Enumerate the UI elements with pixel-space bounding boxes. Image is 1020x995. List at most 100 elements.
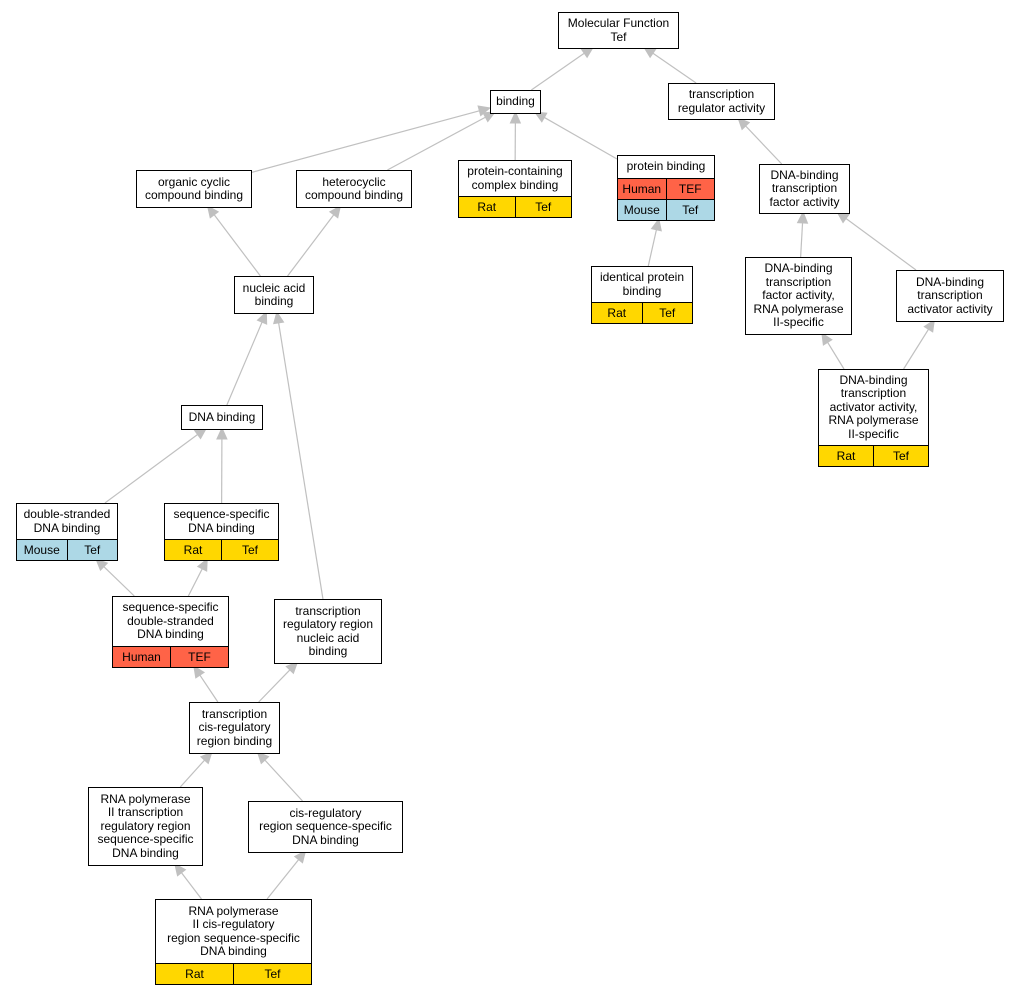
term-label: nucleic acid binding <box>242 280 306 308</box>
go-term-rnapol2-cis[interactable]: RNA polymerase II cis-regulatory region … <box>155 899 312 985</box>
annotation-species: Mouse <box>23 543 60 557</box>
annotation-gene: Tef <box>66 540 118 560</box>
annotation-row-rat: Rat Tef <box>165 539 278 560</box>
go-term-trna[interactable]: transcription regulatory region nucleic … <box>274 599 382 664</box>
arrowhead-icon <box>477 105 492 117</box>
edge-protbind-to-binding <box>533 111 618 160</box>
edge-line <box>287 214 335 277</box>
edge-binding-to-mf <box>531 46 595 91</box>
edge-line <box>652 52 697 84</box>
arrowhead-icon <box>796 210 809 224</box>
term-label: transcription regulator activity <box>677 87 766 115</box>
edge-line <box>103 566 135 597</box>
edge-line <box>199 674 219 703</box>
arrowhead-icon <box>193 664 206 679</box>
arrowhead-icon <box>328 205 342 219</box>
go-term-binding[interactable]: binding <box>490 90 541 114</box>
annotation-row-rat: Rat Tef <box>592 302 692 323</box>
term-label: transcription regulatory region nucleic … <box>282 603 374 658</box>
arrowhead-icon <box>293 850 307 864</box>
go-term-dnabtf-pol2[interactable]: DNA-binding transcription factor activit… <box>745 257 852 335</box>
go-term-dnabta-pol2[interactable]: DNA-binding transcription activator acti… <box>818 369 929 467</box>
term-label: heterocyclic compound binding <box>304 174 404 202</box>
edge-line <box>226 321 263 406</box>
annotation-gene: TEF <box>665 179 715 199</box>
annotation-row-mouse: Mouse Tef <box>17 539 117 560</box>
go-term-trans-reg[interactable]: transcription regulator activity <box>668 83 775 120</box>
term-label: RNA polymerase II cis-regulatory region … <box>167 903 300 958</box>
edge-line <box>181 872 202 900</box>
edge-line <box>544 116 618 160</box>
edge-line <box>800 222 804 258</box>
annotation-gene: Tef <box>665 200 715 220</box>
arrowhead-icon <box>256 751 270 765</box>
edge-line <box>258 669 291 703</box>
annotation-species: Rat <box>607 306 627 320</box>
go-term-organic[interactable]: organic cyclic compound binding <box>136 170 252 208</box>
edge-trna-to-nucleic <box>273 310 324 600</box>
edge-rnapol2_cis-to-cisreg <box>266 850 307 900</box>
annotation-species: Rat <box>183 543 203 557</box>
term-label: protein-containing complex binding <box>467 164 563 192</box>
term-label: protein binding <box>626 159 706 174</box>
annotation-species: Rat <box>185 967 204 981</box>
annotation-species: Rat <box>477 200 497 214</box>
edge-protcomplex-to-binding <box>509 110 522 161</box>
annotation-gene: TEF <box>170 647 228 667</box>
term-label: sequence-specific DNA binding <box>173 507 270 535</box>
arrowhead-icon <box>737 117 751 131</box>
annotation-row-human: Human TEF <box>113 646 228 667</box>
go-term-rnapol2-trr[interactable]: RNA polymerase II transcription regulato… <box>88 787 203 866</box>
edge-line <box>278 322 324 600</box>
edge-line <box>264 759 303 802</box>
go-term-nucleic[interactable]: nucleic acid binding <box>234 276 314 314</box>
annotation-species: Rat <box>836 449 856 463</box>
edge-cisreg-to-tcis <box>256 751 303 802</box>
term-label: DNA-binding transcription activator acti… <box>828 372 919 441</box>
edge-line <box>647 229 658 267</box>
edge-dnabtf_pol2-to-dnabtf <box>796 210 809 258</box>
edge-line <box>903 329 929 370</box>
term-label: transcription cis-regulatory region bind… <box>196 706 273 748</box>
go-term-dnabta[interactable]: DNA-binding transcription activator acti… <box>896 270 1004 322</box>
edge-nucleic-to-hetero <box>287 205 342 277</box>
edge-rnapol2_trr-to-tcis <box>179 751 213 788</box>
go-term-seqspec-ds[interactable]: sequence-specific double-stranded DNA bi… <box>112 596 229 668</box>
term-label: DNA binding <box>188 409 256 424</box>
edge-line <box>251 110 480 173</box>
go-term-dnabinding[interactable]: DNA binding <box>181 405 263 430</box>
edge-hetero-to-binding <box>387 111 497 171</box>
edge-line <box>531 52 585 91</box>
go-term-tcis[interactable]: transcription cis-regulatory region bind… <box>189 702 280 754</box>
go-term-mf[interactable]: Molecular Function Tef <box>558 12 679 49</box>
edge-dnabta_pol2-to-dnabta <box>903 318 935 370</box>
edge-line <box>845 218 917 271</box>
annotation-gene: Tef <box>221 540 278 560</box>
term-label: DNA-binding transcription activator acti… <box>907 274 993 316</box>
term-label: identical protein binding <box>599 270 685 298</box>
annotation-species: Human <box>122 650 161 664</box>
go-term-dnabtf[interactable]: DNA-binding transcription factor activit… <box>759 164 850 214</box>
edge-seqspec_ds-to-dsdna <box>95 558 135 597</box>
arrowhead-icon <box>174 863 187 877</box>
arrowhead-icon <box>482 111 497 123</box>
edge-trans_reg-to-mf <box>642 46 697 84</box>
edge-line <box>827 342 845 370</box>
arrowhead-icon <box>509 110 522 124</box>
arrowhead-icon <box>216 426 228 440</box>
go-term-hetero[interactable]: heterocyclic compound binding <box>296 170 412 208</box>
term-label: cis-regulatory region sequence-specific … <box>259 805 392 847</box>
edge-line <box>179 759 205 788</box>
go-term-cisreg[interactable]: cis-regulatory region sequence-specific … <box>248 801 403 853</box>
annotation-gene: Tef <box>641 303 693 323</box>
